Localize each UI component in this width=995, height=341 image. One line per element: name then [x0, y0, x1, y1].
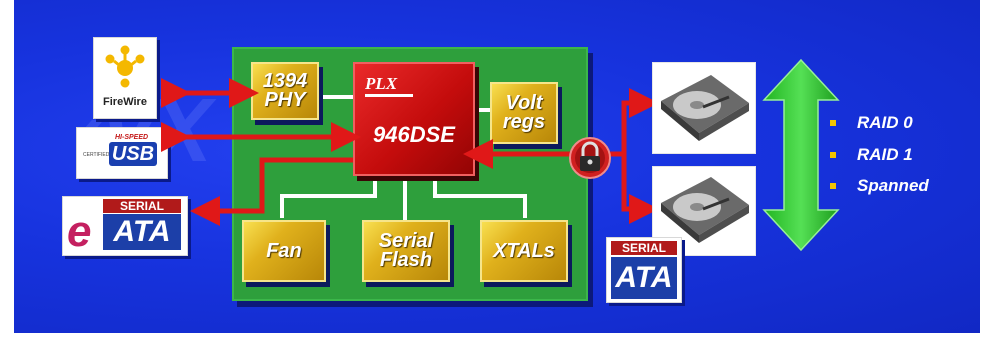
- chip-flash-line1: Serial: [378, 230, 434, 252]
- arrow-cpu-esata: [190, 157, 353, 226]
- esata-e-letter: e: [67, 207, 92, 256]
- hard-drive-icon: [661, 177, 749, 243]
- hard-drive-icon: [661, 75, 749, 141]
- chip-volt-line2: regs: [502, 111, 546, 133]
- sata-ata-label: ATA: [611, 257, 677, 299]
- bullet-icon: [830, 120, 836, 126]
- chip-946dse-label: 946DSE: [373, 122, 455, 147]
- bullet-icon: [830, 183, 836, 189]
- firewire-logo: FireWire: [93, 37, 157, 119]
- raid-item-2-label: Spanned: [857, 176, 929, 195]
- padlock-icon: [569, 137, 611, 179]
- esata-serial-label: SERIAL: [103, 199, 181, 213]
- raid-item-1-label: RAID 1: [857, 145, 913, 164]
- sata-serial-label: SERIAL: [611, 241, 677, 255]
- bullet-icon: [830, 152, 836, 158]
- usb-certified-label: CERTIFIED: [83, 152, 110, 158]
- hard-drive-top: [652, 62, 756, 154]
- esata-ata-text: ATA: [113, 215, 171, 248]
- firewire-icon: [105, 45, 145, 88]
- raid-item-0-label: RAID 0: [857, 113, 913, 132]
- chip-fan-label: Fan: [266, 239, 302, 262]
- sata-ata-text: ATA: [615, 261, 673, 294]
- plx-logo: PLX: [365, 74, 415, 97]
- esata-ata-label: ATA: [103, 214, 181, 250]
- plx-logo-text: PLX: [365, 74, 398, 93]
- chip-fan: Fan: [242, 220, 326, 282]
- firewire-label: FireWire: [103, 96, 147, 108]
- chip-xtals-label: XTALs: [493, 239, 555, 262]
- chip-xtals: XTALs: [480, 220, 568, 282]
- chip-flash-line2: Flash: [379, 249, 433, 271]
- raid-item-2: Spanned: [830, 176, 929, 196]
- usb-hi-speed-label: HI-SPEED: [115, 134, 149, 141]
- arrow-lock-disk-bottom: [600, 151, 659, 224]
- usb-text: USB: [111, 143, 155, 165]
- chip-volt-line1: Volt: [505, 92, 543, 114]
- esata-logo: e SERIAL ATA: [62, 196, 188, 256]
- usb-label: USB: [109, 142, 157, 166]
- sata-logo: SERIAL ATA: [606, 237, 682, 303]
- chip-946dse: PLX 946DSE: [353, 62, 475, 176]
- usb-logo: HI-SPEED CERTIFIED USB: [76, 127, 168, 179]
- raid-item-1: RAID 1: [830, 145, 913, 165]
- hard-drive-bottom: [652, 166, 756, 256]
- chip-1394-phy-line2: PHY: [264, 89, 306, 111]
- chip-1394-phy-line1: 1394: [262, 70, 308, 92]
- raid-item-0: RAID 0: [830, 113, 913, 133]
- plx-underline: [365, 94, 413, 97]
